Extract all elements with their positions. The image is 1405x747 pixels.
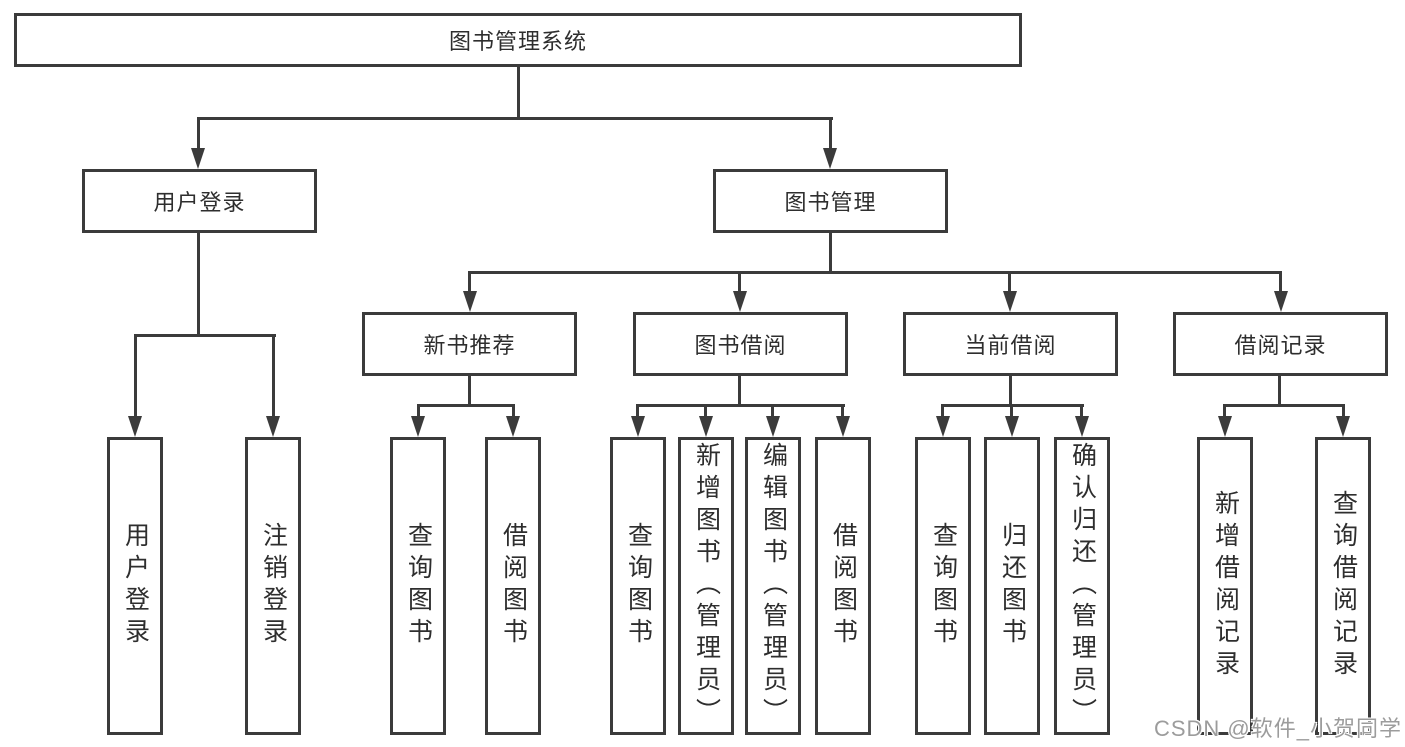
leaf-borrow-add-book-admin: 新增图书（管理员）	[678, 437, 734, 735]
arrow-down-icon	[1274, 291, 1288, 312]
connector-segment	[512, 404, 515, 421]
connector-segment	[1342, 404, 1345, 421]
arrow-down-icon	[699, 416, 713, 437]
leaf-label: 注销登录	[259, 522, 288, 650]
leaf-label: 查询图书	[624, 522, 653, 650]
arrow-down-icon	[1003, 291, 1017, 312]
connector-segment	[1010, 404, 1013, 421]
leaf-current-confirm-return-admin: 确认归还（管理员）	[1054, 437, 1110, 735]
arrow-down-icon	[128, 416, 142, 437]
connector-segment	[941, 404, 944, 421]
leaf-label: 借阅图书	[499, 522, 528, 650]
connector-segment	[1279, 271, 1282, 295]
node-book-borrow: 图书借阅	[633, 312, 848, 376]
leaf-label: 用户登录	[121, 522, 150, 650]
connector-segment	[1223, 404, 1226, 421]
node-new-book-recommend: 新书推荐	[362, 312, 577, 376]
arrow-down-icon	[823, 148, 837, 169]
leaf-newbook-query-book: 查询图书	[390, 437, 446, 735]
connector-segment	[417, 404, 420, 421]
node-book-management: 图书管理	[713, 169, 948, 233]
connector-segment	[468, 375, 471, 407]
leaf-label: 借阅图书	[829, 522, 858, 650]
connector-segment	[636, 404, 845, 407]
connector-segment	[841, 404, 844, 421]
leaf-label: 编辑图书（管理员）	[759, 442, 788, 730]
connector-segment	[272, 334, 275, 420]
leaf-record-add-borrow-record: 新增借阅记录	[1197, 437, 1253, 735]
connector-segment	[636, 404, 639, 421]
connector-segment	[468, 271, 1282, 274]
arrow-down-icon	[1336, 416, 1350, 437]
connector-segment	[829, 117, 832, 150]
arrow-down-icon	[266, 416, 280, 437]
leaf-record-query-borrow-record: 查询借阅记录	[1315, 437, 1371, 735]
leaf-user-login: 用户登录	[107, 437, 163, 735]
connector-segment	[738, 375, 741, 407]
connector-segment	[197, 232, 200, 336]
leaf-current-query-book: 查询图书	[915, 437, 971, 735]
connector-segment	[417, 404, 515, 407]
leaf-label: 新增借阅记录	[1211, 490, 1240, 682]
connector-segment	[704, 404, 707, 421]
arrow-down-icon	[1005, 416, 1019, 437]
leaf-label: 查询图书	[404, 522, 433, 650]
leaf-borrow-edit-book-admin: 编辑图书（管理员）	[745, 437, 801, 735]
connector-segment	[517, 67, 520, 120]
leaf-label: 确认归还（管理员）	[1068, 442, 1097, 730]
node-user-login: 用户登录	[82, 169, 317, 233]
connector-segment	[738, 271, 741, 295]
arrow-down-icon	[936, 416, 950, 437]
connector-segment	[134, 334, 276, 337]
csdn-watermark: CSDN @软件_小贺同学	[1153, 716, 1402, 741]
connector-segment	[1278, 375, 1281, 407]
arrow-down-icon	[506, 416, 520, 437]
arrow-down-icon	[766, 416, 780, 437]
connector-segment	[468, 271, 471, 295]
leaf-current-return-book: 归还图书	[984, 437, 1040, 735]
connector-segment	[1080, 404, 1083, 421]
leaf-label: 查询图书	[929, 522, 958, 650]
arrow-down-icon	[836, 416, 850, 437]
arrow-down-icon	[463, 291, 477, 312]
leaf-label: 归还图书	[998, 522, 1027, 650]
connector-segment	[1223, 404, 1345, 407]
leaf-borrow-borrow-book: 借阅图书	[815, 437, 871, 735]
leaf-logout-login: 注销登录	[245, 437, 301, 735]
connector-segment	[134, 334, 137, 420]
arrow-down-icon	[733, 291, 747, 312]
connector-segment	[829, 232, 832, 274]
arrow-down-icon	[191, 148, 205, 169]
arrow-down-icon	[1218, 416, 1232, 437]
node-borrow-record: 借阅记录	[1173, 312, 1388, 376]
leaf-label: 新增图书（管理员）	[692, 442, 721, 730]
leaf-borrow-query-book: 查询图书	[610, 437, 666, 735]
connector-segment	[771, 404, 774, 421]
connector-segment	[197, 117, 200, 150]
leaf-newbook-borrow-book: 借阅图书	[485, 437, 541, 735]
connector-segment	[1009, 375, 1012, 407]
connector-segment	[1008, 271, 1011, 295]
node-current-borrow: 当前借阅	[903, 312, 1118, 376]
arrow-down-icon	[411, 416, 425, 437]
connector-segment	[197, 117, 833, 120]
node-root-library-system: 图书管理系统	[14, 13, 1022, 67]
arrow-down-icon	[1075, 416, 1089, 437]
arrow-down-icon	[631, 416, 645, 437]
leaf-label: 查询借阅记录	[1329, 490, 1358, 682]
